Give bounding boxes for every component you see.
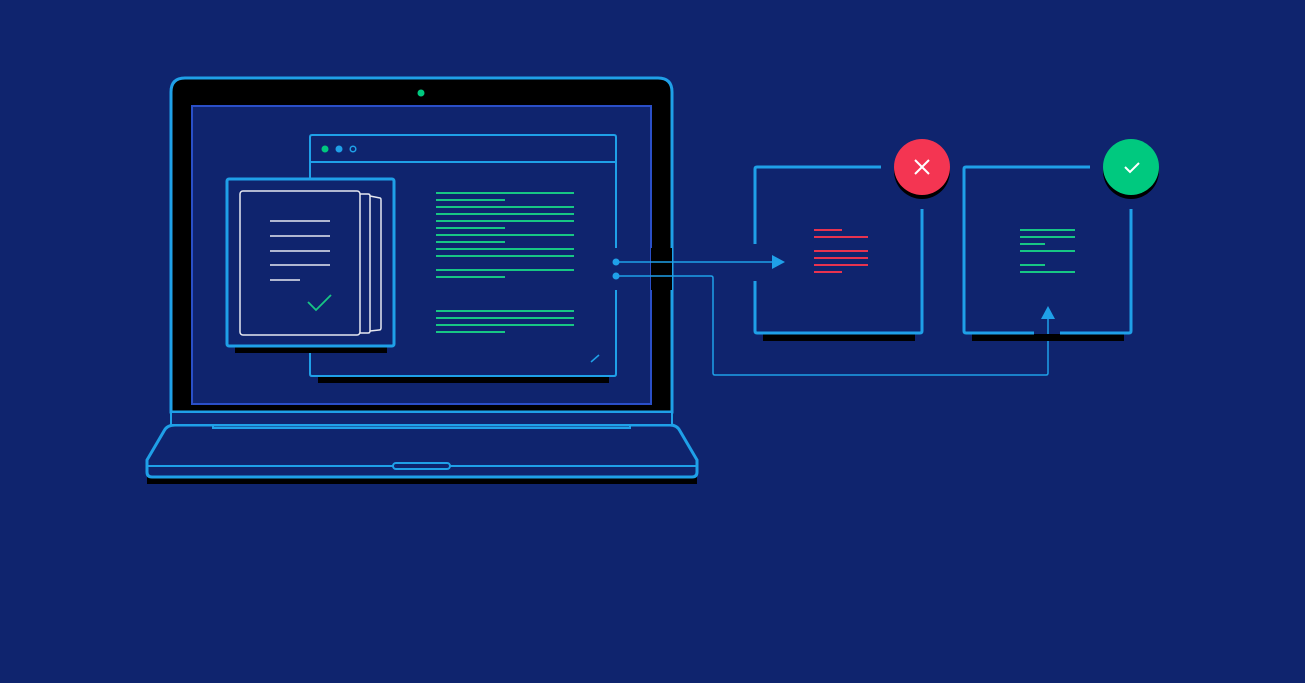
check-icon (1124, 162, 1140, 174)
laptop-base (145, 423, 699, 479)
rejected-document-shadow (763, 334, 915, 341)
document-page-back-1 (360, 193, 371, 334)
approved-document-frame (962, 165, 1133, 335)
approved-badge (1103, 139, 1159, 195)
document-page-back-2 (369, 195, 382, 332)
connector-dot (612, 272, 620, 280)
window-dot-outline-icon[interactable] (349, 145, 357, 153)
arrow-right-icon (772, 255, 785, 269)
document-card (225, 177, 396, 353)
approved-document (962, 139, 1159, 341)
connector-port (651, 248, 672, 290)
laptop-hinge-lip (212, 425, 631, 429)
rejected-document-frame (753, 165, 924, 335)
arrow-up-icon (1041, 306, 1055, 319)
browser-text-lines (436, 192, 574, 333)
laptop-hinge (170, 411, 673, 426)
document-card-shadow (235, 346, 387, 353)
window-dot-green-icon[interactable] (321, 145, 329, 153)
approved-document-shadow (972, 334, 1124, 341)
rejected-document (753, 139, 950, 341)
laptop-trackpad-notch (392, 462, 451, 470)
browser-window-shadow (318, 376, 609, 383)
connector-dot (612, 258, 620, 266)
document-page (239, 190, 361, 336)
resize-handle-icon[interactable] (590, 354, 600, 363)
connectors (612, 255, 1055, 376)
window-dot-blue-icon[interactable] (335, 145, 343, 153)
rejected-text-lines (814, 229, 868, 273)
connector-to-approved (616, 275, 1049, 376)
approved-text-lines (1020, 229, 1075, 273)
document-check-icon (307, 294, 332, 312)
laptop-shadow (147, 476, 697, 484)
close-icon (914, 159, 930, 175)
document-text-lines (270, 220, 330, 281)
camera-icon (417, 89, 425, 97)
